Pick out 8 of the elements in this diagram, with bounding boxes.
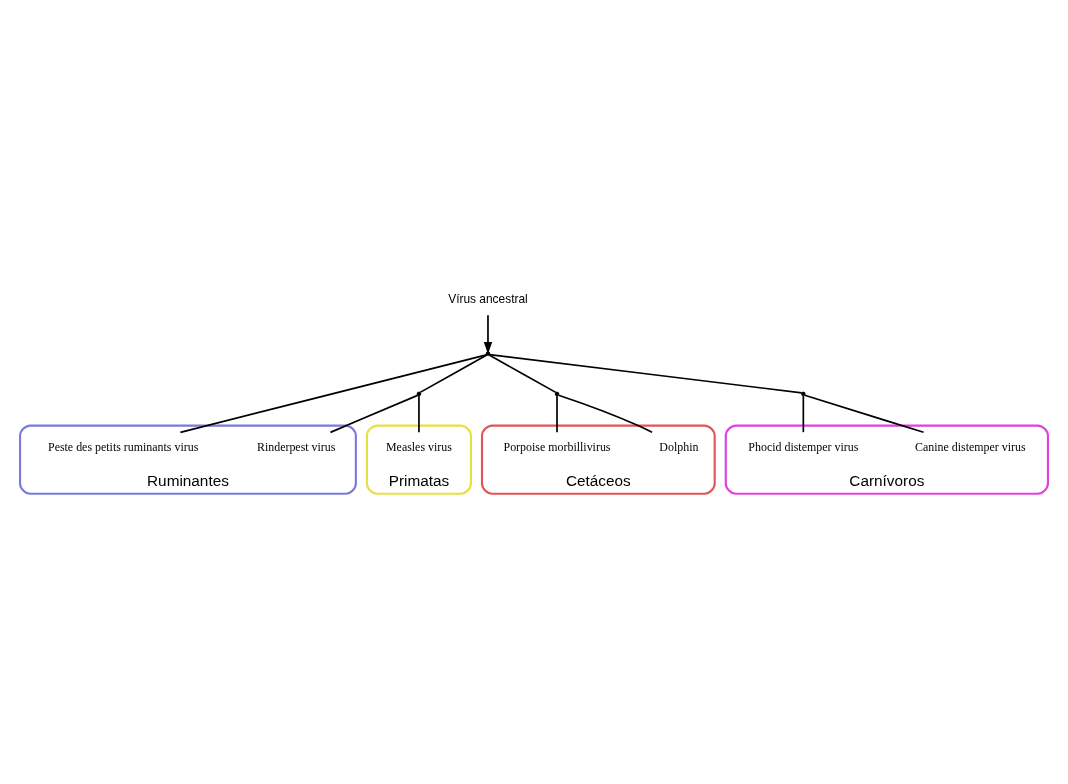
node-text: Measles virus bbox=[385, 439, 452, 454]
node-text: Phocid distemper virus bbox=[748, 439, 859, 454]
node-text: Dolphin bbox=[659, 439, 699, 454]
node-text: Canine distemper virus bbox=[915, 439, 1026, 454]
node-text: Rinderpest virus bbox=[256, 439, 336, 454]
node-text: Porpoise morbillivirus bbox=[503, 439, 611, 454]
node-text: Peste des petits ruminants virus bbox=[48, 439, 199, 454]
node-text: Vírus ancestral bbox=[448, 291, 528, 306]
